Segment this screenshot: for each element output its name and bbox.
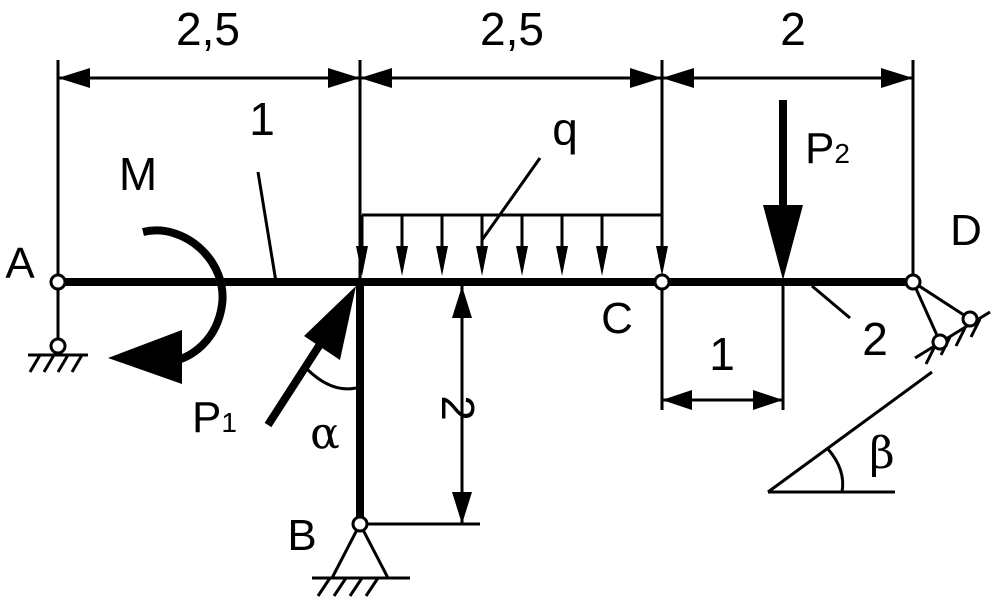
alpha-arc bbox=[306, 368, 357, 391]
support-b bbox=[312, 520, 410, 597]
support-a bbox=[28, 282, 88, 373]
force-p2-arrow bbox=[763, 100, 803, 410]
dim-label-bc: 2,5 bbox=[480, 3, 544, 55]
member-2-label: 2 bbox=[862, 313, 888, 365]
alpha-label: α bbox=[310, 408, 340, 459]
support-d bbox=[911, 280, 991, 365]
point-d-label: D bbox=[950, 206, 982, 255]
dim-label-ab: 2,5 bbox=[176, 3, 240, 55]
moment-label: M bbox=[119, 148, 157, 200]
dimension-column-height bbox=[360, 286, 480, 526]
hinge-b bbox=[351, 515, 369, 533]
dim-label-cd: 2 bbox=[780, 3, 806, 55]
q-leader bbox=[480, 157, 542, 241]
p2-label: P2 bbox=[805, 124, 850, 173]
dimension-p2-offset bbox=[660, 282, 783, 410]
hinge-a bbox=[49, 273, 67, 291]
dimension-arrow-cd bbox=[662, 68, 913, 88]
beta-label: β bbox=[869, 428, 894, 479]
point-b-label: B bbox=[287, 511, 316, 560]
p2-offset-label: 1 bbox=[709, 328, 735, 380]
force-p1-arrow bbox=[264, 286, 356, 428]
p1-label: P1 bbox=[192, 393, 237, 442]
member-1-label: 1 bbox=[249, 93, 275, 145]
moment-m-arrow bbox=[108, 226, 227, 384]
hinge-d bbox=[904, 273, 922, 291]
dimension-arrow-bc bbox=[360, 68, 662, 88]
member-1-leader bbox=[256, 171, 278, 283]
point-a-label: A bbox=[5, 239, 35, 288]
q-label: q bbox=[552, 103, 578, 155]
dimension-arrow-ab bbox=[58, 68, 360, 88]
top-dimensions bbox=[56, 60, 915, 280]
member-2-leader bbox=[811, 284, 851, 320]
point-c-label: C bbox=[601, 294, 633, 343]
beta-angle bbox=[767, 370, 933, 494]
hinge-c bbox=[653, 273, 671, 291]
distributed-load-q bbox=[356, 213, 668, 276]
column-height-label: 2 bbox=[432, 395, 484, 421]
